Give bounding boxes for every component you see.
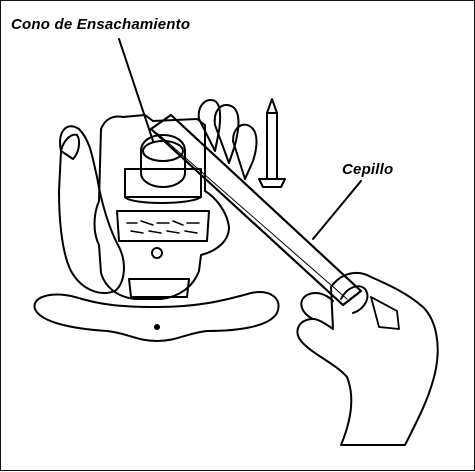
finger-2 <box>213 104 240 164</box>
label-cono-de-ensachamiento: Cono de Ensachamiento <box>11 16 191 33</box>
brush-bristle-tip <box>370 296 400 330</box>
cone-collar-rim <box>124 196 202 204</box>
leader-line-brush <box>312 180 362 240</box>
label-cepillo: Cepillo <box>342 161 394 178</box>
left-hand-thumbnail <box>60 133 81 160</box>
band-marks <box>126 220 200 234</box>
tool-neck <box>128 278 190 298</box>
brush-stick-edge <box>156 132 348 300</box>
base-stand <box>33 291 280 342</box>
leader-line-cone <box>118 38 154 142</box>
tool-band <box>116 210 210 242</box>
tool-body <box>93 114 230 300</box>
left-hand <box>58 125 125 294</box>
cone-collar <box>124 168 202 198</box>
cone-cap <box>140 134 186 188</box>
right-hand <box>296 271 439 446</box>
finger-1 <box>197 99 222 152</box>
base-dot <box>154 324 160 330</box>
pin-base <box>258 178 286 188</box>
brush-stick <box>149 113 363 307</box>
right-hand-thumb <box>340 285 369 314</box>
pin-tip <box>266 98 278 114</box>
pin <box>266 112 278 180</box>
finger-3 <box>232 123 258 180</box>
right-hand-fingers <box>300 292 334 320</box>
set-screw <box>151 247 163 259</box>
